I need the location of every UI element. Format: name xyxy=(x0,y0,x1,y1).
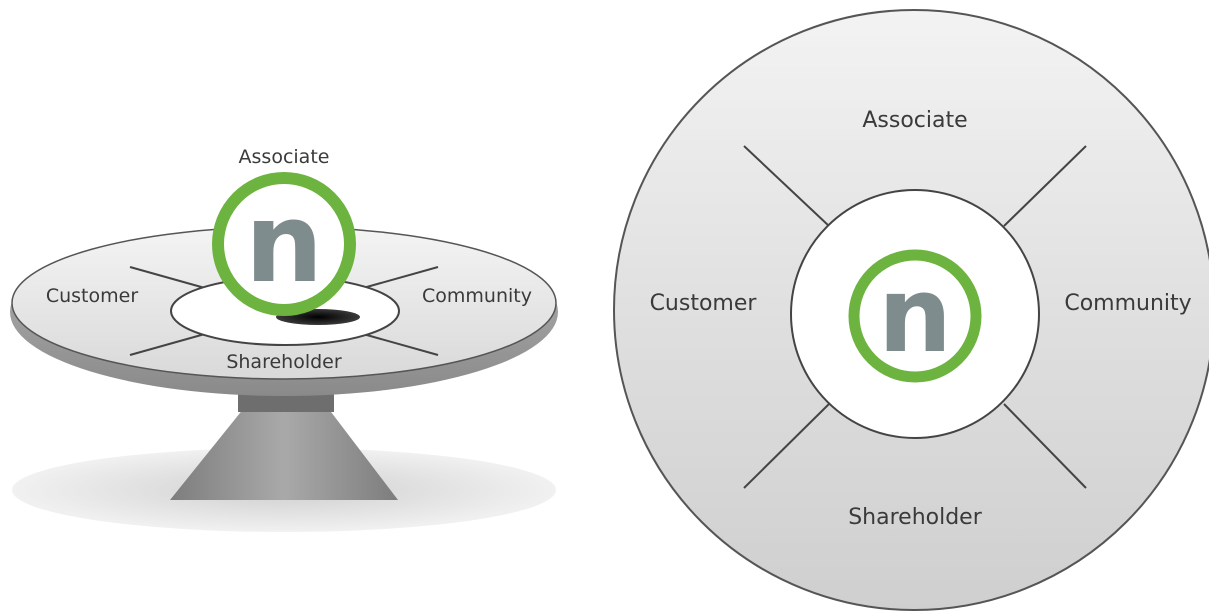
label-associate: Associate xyxy=(862,108,967,133)
label-customer: Customer xyxy=(46,285,138,307)
label-customer: Customer xyxy=(650,291,758,316)
logo-letter-icon: n xyxy=(878,254,952,376)
logo-left: n xyxy=(212,172,356,316)
spoke xyxy=(743,403,830,489)
label-community: Community xyxy=(422,285,532,307)
left-platform-diagram: n Associate Customer Community Sharehold… xyxy=(10,146,558,532)
label-community: Community xyxy=(1064,291,1191,316)
spoke xyxy=(1003,403,1087,489)
spoke xyxy=(129,331,213,356)
logo-right: n xyxy=(848,249,982,383)
logo-ring xyxy=(848,249,982,383)
spoke xyxy=(355,331,439,356)
logo-letter-icon: n xyxy=(245,179,323,307)
right-circle-diagram: n Associate Customer Community Sharehold… xyxy=(613,9,1209,611)
spoke xyxy=(355,266,439,291)
logo-ring xyxy=(212,172,356,316)
spoke xyxy=(1003,145,1087,227)
spoke xyxy=(743,145,830,227)
pedestal xyxy=(170,408,398,500)
label-shareholder: Shareholder xyxy=(848,505,983,530)
label-associate: Associate xyxy=(239,146,330,168)
pedestal-neck xyxy=(238,394,334,412)
spoke xyxy=(129,266,213,291)
label-shareholder: Shareholder xyxy=(226,351,342,373)
